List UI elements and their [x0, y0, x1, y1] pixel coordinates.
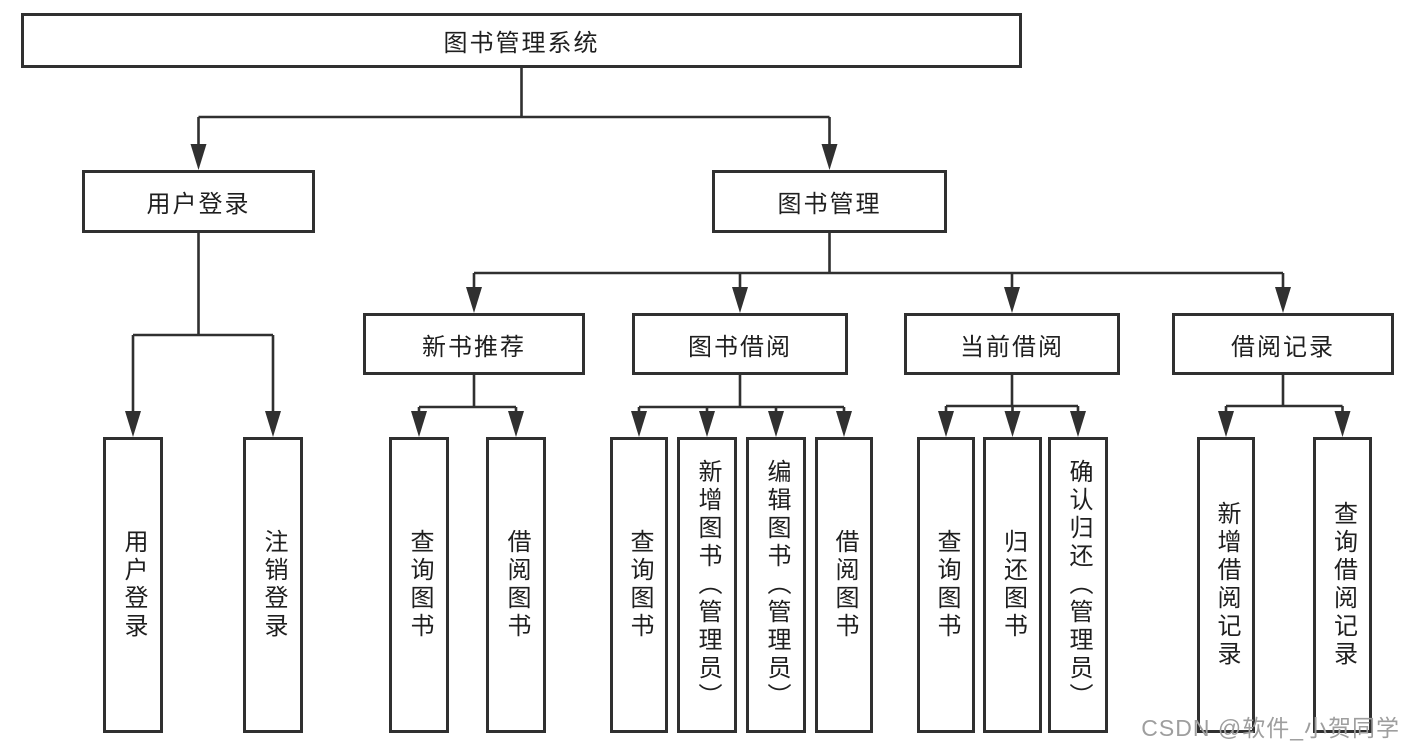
leaf-recommend-query-books: 查询图书 [389, 437, 449, 733]
leaf-logout-login: 注销登录 [243, 437, 303, 733]
leaf-current-confirm-return-admin-label: 确认归还（管理员） [1065, 459, 1092, 711]
connector-new-book-recommend-to-leaves [411, 375, 524, 437]
leaf-user-login-label: 用户登录 [120, 529, 147, 641]
node-book-borrowing: 图书借阅 [632, 313, 848, 375]
leaf-current-return-books: 归还图书 [983, 437, 1042, 733]
leaf-current-query-books-label: 查询图书 [933, 529, 960, 641]
node-book-management-label: 图书管理 [777, 191, 882, 218]
leaf-recommend-borrow-books-label: 借阅图书 [503, 529, 530, 641]
node-book-borrowing-label: 图书借阅 [688, 333, 792, 361]
leaf-recommend-query-books-label: 查询图书 [406, 529, 433, 641]
leaf-records-query-borrow-record-label: 查询借阅记录 [1329, 501, 1357, 669]
leaf-borrowing-edit-books-admin: 编辑图书（管理员） [746, 437, 806, 733]
leaf-logout-login-label: 注销登录 [260, 529, 287, 641]
csdn-watermark: CSDN @软件_小贺同学 [1141, 715, 1400, 741]
leaf-borrowing-borrow-books: 借阅图书 [815, 437, 873, 733]
leaf-borrowing-edit-books-admin-label: 编辑图书（管理员） [763, 459, 790, 711]
node-borrowing-records: 借阅记录 [1172, 313, 1394, 375]
connector-current-borrowing-to-leaves [938, 375, 1086, 437]
connector-root-to-level2 [190, 68, 838, 170]
leaf-records-add-borrow-record-label: 新增借阅记录 [1213, 501, 1240, 669]
node-user-login-label: 用户登录 [146, 191, 251, 218]
leaf-current-query-books: 查询图书 [917, 437, 975, 733]
leaf-borrowing-borrow-books-label: 借阅图书 [831, 529, 858, 641]
node-user-login: 用户登录 [82, 170, 315, 233]
node-current-borrowing-label: 当前借阅 [960, 333, 1064, 361]
node-current-borrowing: 当前借阅 [904, 313, 1120, 375]
leaf-records-query-borrow-record: 查询借阅记录 [1313, 437, 1372, 733]
leaf-borrowing-add-books-admin: 新增图书（管理员） [677, 437, 737, 733]
leaf-current-return-books-label: 归还图书 [999, 529, 1027, 641]
node-library-management-system-label: 图书管理系统 [443, 30, 600, 57]
leaf-borrowing-add-books-admin-label: 新增图书（管理员） [694, 459, 721, 711]
leaf-borrowing-query-books-label: 查询图书 [626, 529, 653, 641]
node-library-management-system: 图书管理系统 [21, 13, 1022, 68]
connector-user-login-to-leaves [125, 233, 281, 437]
node-new-book-recommend-label: 新书推荐 [422, 333, 526, 361]
leaf-current-confirm-return-admin: 确认归还（管理员） [1048, 437, 1108, 733]
node-book-management: 图书管理 [712, 170, 947, 233]
connector-book-borrowing-to-leaves [631, 375, 852, 437]
node-borrowing-records-label: 借阅记录 [1231, 333, 1335, 361]
connector-book-management-to-sections [466, 233, 1291, 313]
connector-borrowing-records-to-leaves [1218, 375, 1351, 437]
leaf-borrowing-query-books: 查询图书 [610, 437, 668, 733]
leaf-recommend-borrow-books: 借阅图书 [486, 437, 546, 733]
leaf-records-add-borrow-record: 新增借阅记录 [1197, 437, 1255, 733]
node-new-book-recommend: 新书推荐 [363, 313, 585, 375]
leaf-user-login: 用户登录 [103, 437, 163, 733]
